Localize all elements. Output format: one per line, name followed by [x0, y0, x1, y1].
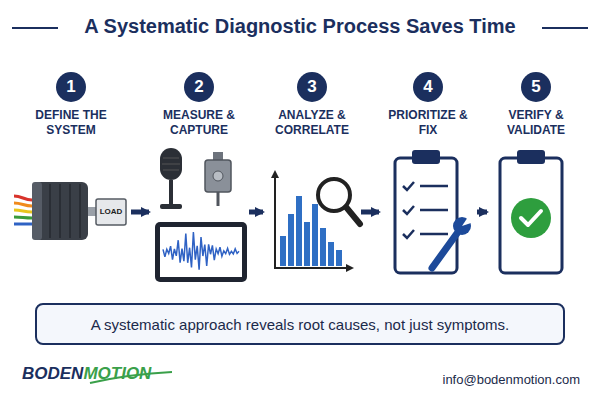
illustration-stroke [517, 150, 545, 164]
step-label: PRIORITIZE & FIX [382, 108, 474, 138]
illustration-stroke [320, 228, 326, 266]
step-number: 4 [413, 72, 443, 102]
illustration-stroke [521, 211, 541, 225]
step-panel: 4PRIORITIZE & FIX [380, 72, 476, 286]
diagram-title: A Systematic Diagnostic Process Saves Ti… [0, 15, 600, 38]
illustration-stroke [163, 232, 239, 270]
illustration-stroke [328, 242, 334, 266]
step-panel: 1DEFINE THE SYSTEM [12, 72, 130, 286]
step-panel: 3ANALYZE & CORRELATE [264, 72, 360, 286]
illustration-stroke [59, 184, 61, 238]
illustration-stroke [205, 160, 231, 192]
flow-arrow [249, 210, 263, 215]
illustration-stroke [32, 182, 88, 240]
logo-word: BODEN [22, 364, 83, 384]
illustration-stroke [318, 179, 350, 211]
illustration-stroke [420, 186, 448, 234]
illustration-stroke [346, 207, 360, 224]
illustration-stroke [14, 203, 32, 206]
clipboard-checkmark [500, 150, 562, 273]
bar-chart-magnifier [271, 170, 360, 272]
illustration-stroke [169, 180, 173, 204]
illustration-stroke [160, 227, 242, 277]
step-panel: 5VERIFY & VALIDATE [488, 72, 584, 286]
microphone-sensor-tablet [155, 148, 247, 282]
illustration-stroke [213, 171, 223, 181]
illustration-stroke [275, 172, 352, 268]
illustration-stroke [155, 222, 247, 282]
illustration-stroke [163, 158, 179, 159]
illustration-stroke [288, 214, 294, 266]
illustration-stroke [296, 196, 302, 266]
flow-arrow [131, 210, 149, 215]
illustration-stroke [162, 164, 180, 165]
step-panel: 2MEASURE & CAPTURE [150, 72, 248, 286]
caption-text: A systematic approach reveals root cause… [91, 316, 510, 333]
illustration-stroke [304, 222, 310, 266]
illustration-stroke [49, 184, 51, 238]
illustration-stroke [69, 184, 71, 238]
illustration-stroke [14, 196, 32, 200]
load-label: LOAD [96, 199, 126, 225]
illustration-stroke [280, 236, 286, 266]
step-number: 3 [297, 72, 327, 102]
illustration-stroke [511, 198, 551, 238]
step-label: ANALYZE & CORRELATE [266, 108, 358, 138]
illustration-stroke [312, 204, 318, 266]
illustration-stroke [432, 232, 458, 268]
illustration-stroke [12, 27, 58, 29]
contact-email: info@bodenmotion.com [443, 372, 581, 387]
illustration-stroke [271, 170, 354, 272]
step-number: 2 [184, 72, 214, 102]
step-number: 1 [56, 72, 86, 102]
illustration-stroke [500, 158, 562, 273]
caption-box: A systematic approach reveals root cause… [35, 303, 565, 345]
illustration-stroke [412, 150, 440, 164]
step-label: DEFINE THE SYSTEM [25, 108, 117, 138]
illustration-stroke [32, 182, 42, 240]
illustration-stroke [14, 217, 32, 218]
step-label: MEASURE & CAPTURE [153, 108, 245, 138]
clipboard-checklist-wrench [395, 150, 474, 273]
step-label: VERIFY & VALIDATE [490, 108, 582, 138]
illustration-stroke [160, 148, 182, 180]
illustration-stroke [160, 204, 182, 209]
illustration-stroke [395, 158, 457, 273]
illustration-stroke [542, 27, 588, 29]
illustration-stroke [96, 199, 126, 225]
illustration-stroke [88, 207, 96, 216]
logo-word: MOTION [83, 364, 151, 384]
illustration-stroke [79, 184, 81, 238]
flow-arrow [361, 210, 379, 215]
illustration-stroke [403, 182, 414, 238]
illustration-stroke [14, 223, 32, 226]
illustration-stroke [163, 170, 179, 171]
illustration-stroke [336, 250, 342, 266]
flow-arrow [477, 210, 487, 215]
illustration-stroke [217, 192, 220, 206]
illustration-stroke [14, 210, 32, 212]
illustration-stroke [462, 214, 474, 226]
step-number: 5 [521, 72, 551, 102]
motor-illustration [14, 182, 126, 240]
